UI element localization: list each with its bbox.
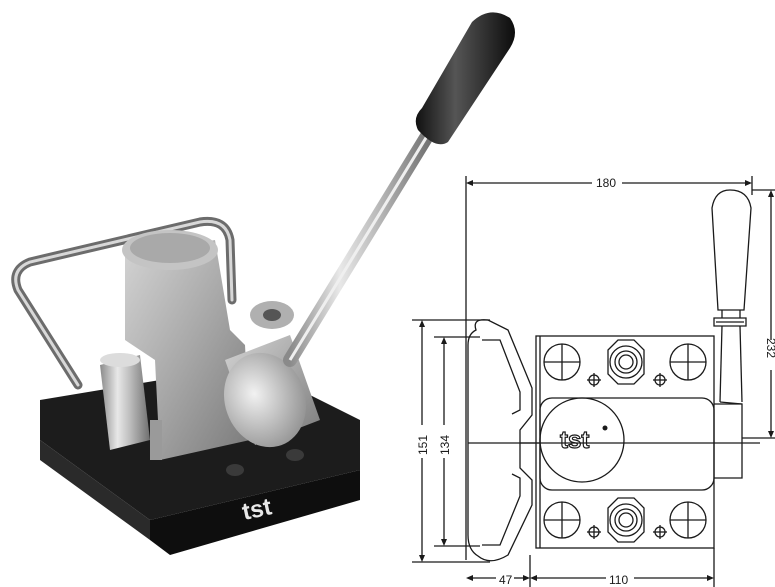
dimension-height-inner: 134 [434,336,480,547]
drawing-logo-circle [539,397,625,483]
valve-body [125,240,250,460]
top-ports [543,339,707,387]
dimension-overall-width: 180 [465,176,753,560]
lever-drawing [711,189,752,311]
technical-drawing: 180 232 151 [412,176,775,587]
drawing-brand-logo: tst [560,427,589,454]
dimension-label-47: 47 [499,573,513,587]
lever-knob [415,12,515,145]
cylinder-end-cap [223,352,307,448]
dimension-height-outer: 151 [412,319,490,563]
dimension-label-151: 151 [416,435,430,455]
hex-fitting [100,355,150,450]
dimension-label-180: 180 [596,176,616,190]
handle-drawing [467,319,533,562]
photo-brand-logo: tst [240,493,274,526]
base-bolt-icon [286,449,304,461]
dimension-label-110: 110 [609,573,628,587]
product-photo: tst [11,12,515,555]
shaft-drawing [714,403,743,479]
dimension-bottom: 47 110 [466,548,715,587]
pin-fitting [150,420,162,460]
dimension-label-232: 232 [764,338,775,358]
dimension-lever-height: 232 [742,189,775,439]
base-bolt-icon [226,464,244,476]
dimension-label-134: 134 [438,435,452,455]
bottom-ports [543,497,707,543]
